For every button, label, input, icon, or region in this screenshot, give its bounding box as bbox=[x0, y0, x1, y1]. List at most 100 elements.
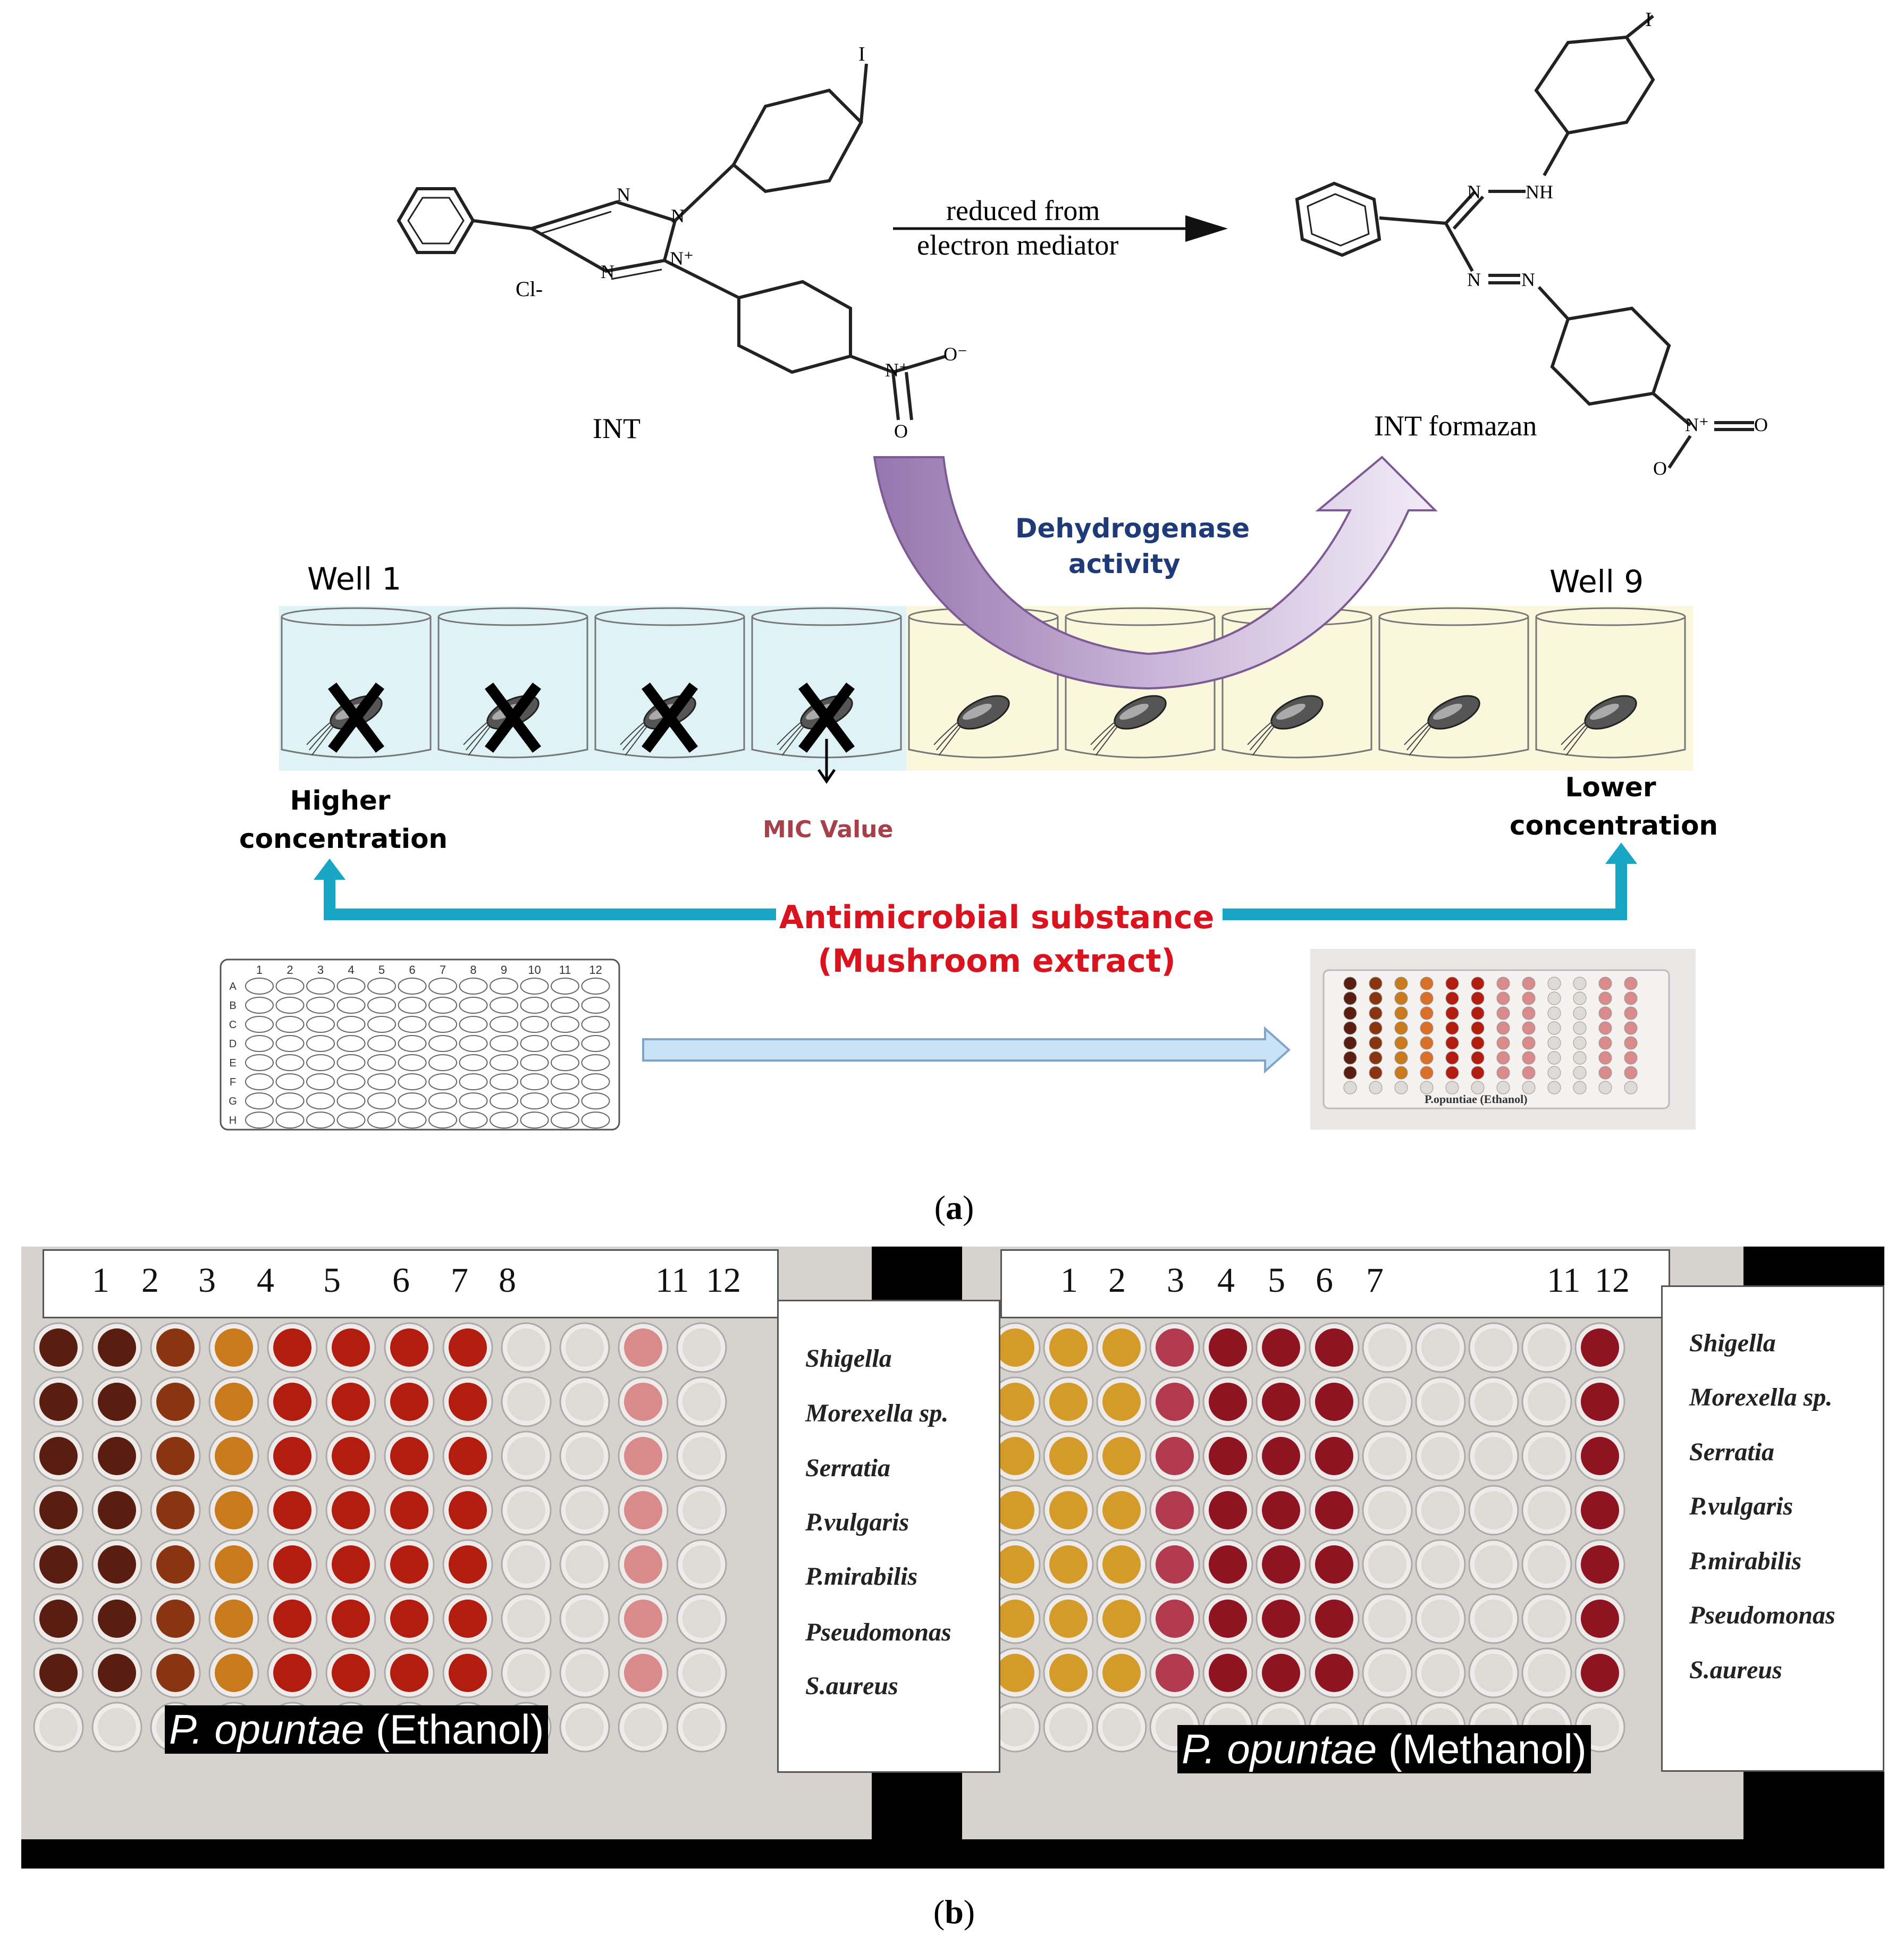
plate-well bbox=[245, 1092, 274, 1109]
well-fill bbox=[1368, 1437, 1406, 1475]
well-fill bbox=[1262, 1491, 1300, 1529]
well-fill bbox=[1262, 1437, 1300, 1475]
photo-well bbox=[1343, 1051, 1357, 1065]
well-fill bbox=[566, 1383, 604, 1421]
well-fill bbox=[1528, 1437, 1566, 1475]
organism-label: Pseudomonas bbox=[805, 1618, 951, 1646]
well-fill bbox=[39, 1383, 78, 1421]
plate-well bbox=[306, 1112, 335, 1129]
well-fill bbox=[1528, 1383, 1566, 1421]
well-fill bbox=[215, 1545, 253, 1584]
well-fill bbox=[1262, 1600, 1300, 1638]
photo-well bbox=[1496, 991, 1510, 1005]
well-fill bbox=[332, 1437, 370, 1475]
plate-well bbox=[490, 1016, 518, 1033]
well-fill bbox=[39, 1708, 78, 1746]
well-fill bbox=[98, 1708, 136, 1746]
column-label: 12 bbox=[589, 963, 602, 977]
plate-well bbox=[459, 1092, 488, 1109]
well-fill bbox=[1581, 1545, 1619, 1584]
column-label: 4 bbox=[348, 963, 354, 977]
photo-well bbox=[1343, 1021, 1357, 1035]
bacterium-icon bbox=[1561, 695, 1637, 756]
plate-well bbox=[367, 1092, 396, 1109]
row-label: G bbox=[229, 1096, 237, 1107]
well-fill bbox=[273, 1383, 311, 1421]
row-label: B bbox=[229, 1000, 236, 1012]
well-fill bbox=[683, 1437, 721, 1475]
bacterium-highlight bbox=[1433, 703, 1462, 720]
well-fill bbox=[390, 1383, 428, 1421]
well-fill bbox=[156, 1491, 195, 1529]
column-label: 3 bbox=[317, 963, 324, 977]
plate-well bbox=[581, 978, 610, 995]
well-fill bbox=[215, 1328, 253, 1367]
well-fill bbox=[1102, 1545, 1141, 1584]
well-fill bbox=[1049, 1437, 1088, 1475]
well-fill bbox=[1262, 1328, 1300, 1367]
bacterium-flagellum bbox=[468, 726, 491, 756]
well-fill bbox=[1581, 1600, 1619, 1638]
atom-label: O bbox=[1653, 458, 1667, 479]
plate-well bbox=[428, 1035, 457, 1052]
atom-label: NH bbox=[1526, 181, 1553, 203]
plate-well bbox=[520, 1112, 549, 1129]
photo-well bbox=[1445, 991, 1459, 1005]
plate-well bbox=[245, 997, 274, 1014]
plate-well bbox=[581, 1035, 610, 1052]
photo-well bbox=[1624, 1021, 1638, 1035]
photo-well bbox=[1496, 1051, 1510, 1065]
well-fill bbox=[332, 1545, 370, 1584]
well-fill bbox=[390, 1545, 428, 1584]
well-fill bbox=[996, 1600, 1034, 1638]
well-fill bbox=[332, 1654, 370, 1692]
row-label: D bbox=[229, 1038, 237, 1050]
photo-well bbox=[1598, 1036, 1612, 1050]
bacterium-flagellum bbox=[1247, 721, 1273, 745]
photo-well bbox=[1522, 1006, 1536, 1020]
well-fill bbox=[624, 1328, 662, 1367]
well-fill bbox=[566, 1654, 604, 1692]
well-fill bbox=[98, 1545, 136, 1584]
plate-well bbox=[428, 1073, 457, 1090]
well-fill bbox=[1102, 1600, 1141, 1638]
plate-well bbox=[520, 978, 549, 995]
plate-well bbox=[367, 978, 396, 995]
bacterium-flagellum bbox=[933, 721, 959, 745]
plate-well bbox=[581, 1092, 610, 1109]
photo-well bbox=[1598, 1051, 1612, 1065]
plate-well bbox=[520, 1016, 549, 1033]
photo-well bbox=[1624, 1006, 1638, 1020]
well-fill bbox=[273, 1600, 311, 1638]
well-fill bbox=[332, 1600, 370, 1638]
well-fill bbox=[1209, 1491, 1247, 1529]
well-rim bbox=[281, 607, 432, 626]
photo-well bbox=[1573, 977, 1587, 990]
plate-well bbox=[459, 978, 488, 995]
organism-label: Shigella bbox=[1689, 1329, 1776, 1357]
well bbox=[1378, 607, 1529, 759]
plate-well bbox=[428, 978, 457, 995]
photo-well bbox=[1369, 1006, 1383, 1020]
well-fill bbox=[390, 1328, 428, 1367]
well-fill bbox=[1102, 1708, 1141, 1746]
well-fill bbox=[156, 1600, 195, 1638]
plate-well bbox=[336, 1073, 366, 1090]
organism-label: P.vulgaris bbox=[1689, 1492, 1793, 1520]
photo-well bbox=[1573, 1036, 1587, 1050]
well-fill bbox=[1528, 1328, 1566, 1367]
well-fill bbox=[156, 1545, 195, 1584]
well-fill bbox=[1368, 1328, 1406, 1367]
well-fill bbox=[1421, 1383, 1460, 1421]
well-fill bbox=[98, 1328, 136, 1367]
plate-well bbox=[398, 1016, 427, 1033]
photo-well bbox=[1573, 991, 1587, 1005]
well-fill bbox=[1049, 1491, 1088, 1529]
photo-well bbox=[1573, 1081, 1587, 1095]
panel-b-caption: (b) bbox=[933, 1893, 975, 1931]
bacterium-icon bbox=[933, 695, 1010, 756]
well-fill bbox=[566, 1491, 604, 1529]
photo-well bbox=[1547, 1006, 1561, 1020]
plate-well bbox=[367, 1073, 396, 1090]
concentration-arrows bbox=[314, 843, 1637, 920]
